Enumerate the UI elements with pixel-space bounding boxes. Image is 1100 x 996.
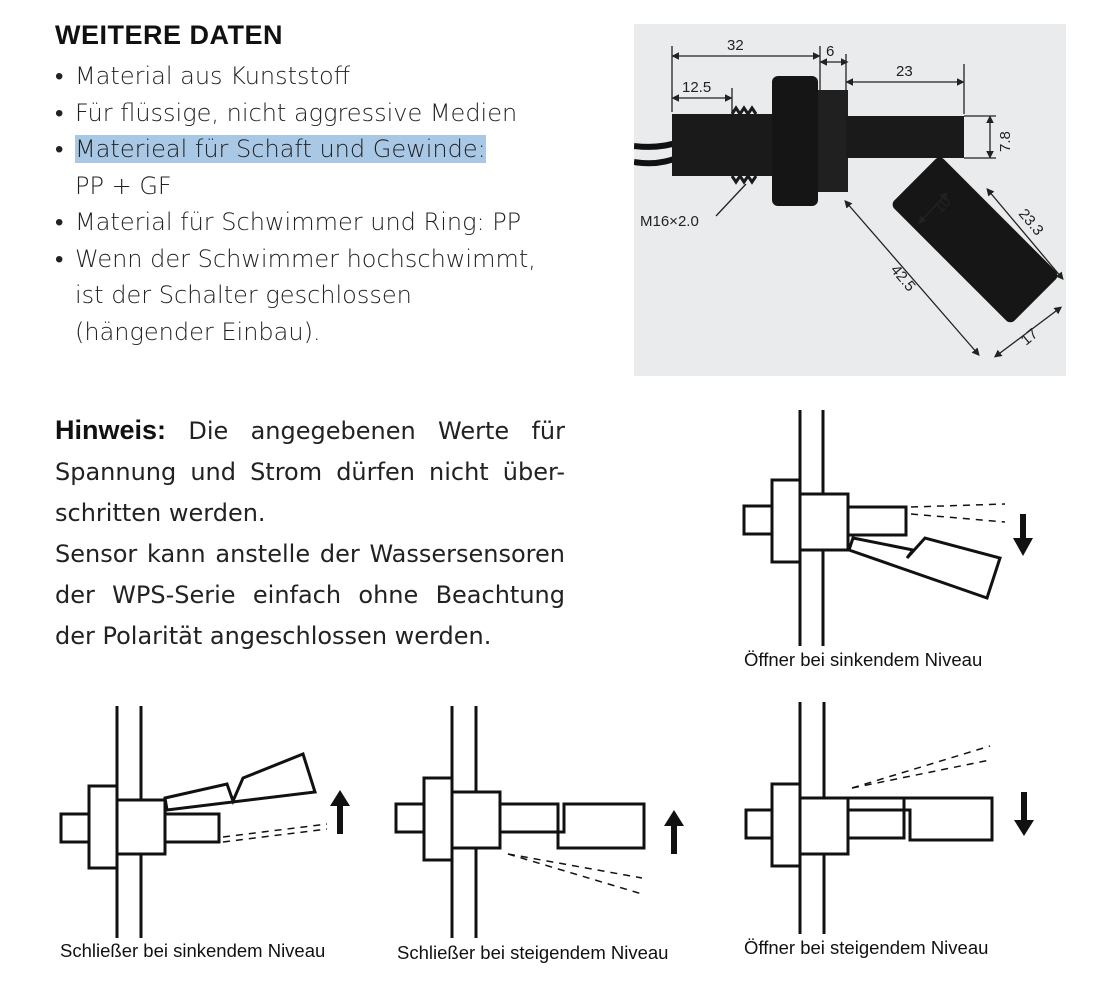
data-list: Material aus Kunststoff Für flüssige, ni… — [55, 58, 595, 350]
note-label: Hinweis: — [55, 415, 167, 445]
list-item: Wenn der Schwimmer hochschwimmt,ist der … — [55, 241, 595, 351]
dim-12-5: 12.5 — [682, 79, 711, 96]
dim-23-3: 23.3 — [1015, 206, 1047, 239]
dim-42-5: 42.5 — [887, 262, 919, 295]
highlighted-text[interactable]: Materieal für Schaft und Gewinde: — [75, 135, 486, 163]
thread-label: M16×2.0 — [640, 213, 699, 230]
section-heading: WEITERE DATEN — [55, 20, 283, 50]
list-item-continuation: PP + GF — [75, 171, 172, 200]
arrow-up-icon — [664, 810, 684, 854]
dim-7-8: 7.8 — [997, 131, 1014, 152]
list-item: Für flüssige, nicht aggressive Medien — [55, 95, 595, 132]
product-photo: 32 6 23 12.5 7.8 M16×2.0 10 23.3 42.5 17 — [633, 24, 1066, 376]
diagram-schliesser-sinkend — [59, 706, 350, 938]
list-item: Material aus Kunststoff — [55, 58, 595, 95]
caption-oeffner-sinkend: Öffner bei sinkendem Niveau — [744, 649, 983, 670]
arrow-up-icon — [330, 790, 350, 834]
caption-schliesser-steigend: Schließer bei steigendem Niveau — [397, 942, 669, 963]
dim-6: 6 — [826, 43, 834, 60]
note-paragraph: Hinweis: Die angegebenen Werte für Spann… — [55, 410, 565, 657]
list-item: Materieal für Schaft und Gewinde: PP + GF — [55, 131, 595, 204]
diagram-schliesser-steigend — [394, 706, 684, 938]
list-item-continuation: (hängender Einbau). — [75, 317, 321, 346]
list-item-continuation: ist der Schalter geschlossen — [75, 281, 412, 309]
arrow-down-icon — [1014, 792, 1034, 836]
dim-32: 32 — [727, 37, 744, 54]
dim-23: 23 — [896, 63, 913, 80]
list-item: Material für Schwimmer und Ring: PP — [55, 204, 595, 241]
diagram-oeffner-steigend — [744, 702, 1034, 934]
caption-oeffner-steigend: Öffner bei steigendem Niveau — [744, 937, 989, 958]
dim-17: 17 — [1018, 325, 1042, 349]
arrow-down-icon — [1013, 514, 1033, 556]
caption-schliesser-sinkend: Schließer bei sinkendem Niveau — [60, 940, 326, 961]
note-text: Die angegebenen Werte für Spannung und S… — [55, 417, 565, 527]
dimension-drawing: 32 6 23 12.5 7.8 M16×2.0 10 23.3 42.5 17 — [633, 37, 1064, 358]
note-text: Sensor kann anstelle der Wassersensoren … — [55, 540, 565, 650]
diagram-oeffner-sinkend — [742, 410, 1033, 646]
